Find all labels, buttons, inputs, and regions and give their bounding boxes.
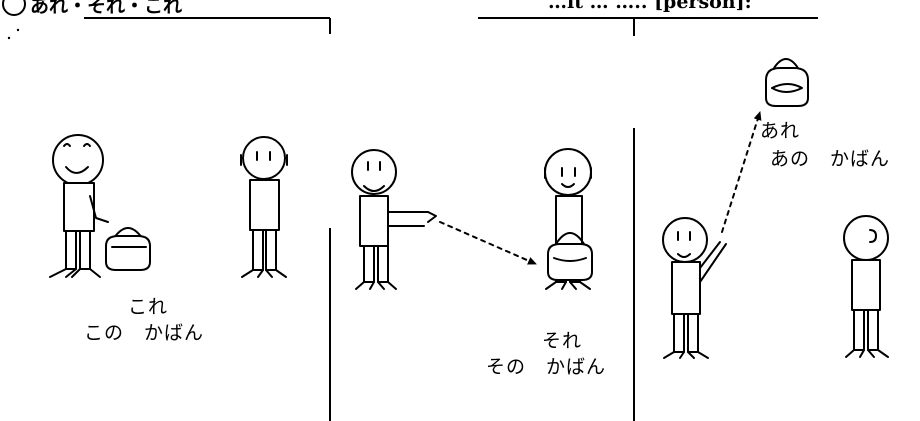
person-speaker-kore <box>49 134 109 278</box>
handbag-icon-sore <box>547 232 593 281</box>
header-left-text: あれ・それ・これ <box>30 0 183 17</box>
person-listener-kore <box>240 136 288 278</box>
header-right-text: …it … ….. [person]: <box>548 0 752 13</box>
label-are-pronoun: あれ <box>760 120 801 142</box>
label-sore-pronoun: それ <box>542 330 583 352</box>
label-kore-pronoun: これ <box>128 296 169 318</box>
panel-dividers <box>329 128 635 421</box>
person-speaker-sore <box>351 149 437 290</box>
person-speaker-are <box>662 217 727 359</box>
dotted-pointing-arrow-are <box>721 111 762 233</box>
label-are-noun-phrase: あの かばん <box>770 148 891 170</box>
header-rules <box>2 0 818 40</box>
person-listener-are <box>843 215 889 358</box>
label-kore-noun-phrase: この かばん <box>84 322 205 344</box>
handbag-icon-are <box>765 58 809 107</box>
handbag-icon-kore <box>105 227 151 271</box>
label-sore-noun-phrase: その かばん <box>486 356 607 378</box>
dotted-pointing-arrow-sore <box>439 221 537 265</box>
